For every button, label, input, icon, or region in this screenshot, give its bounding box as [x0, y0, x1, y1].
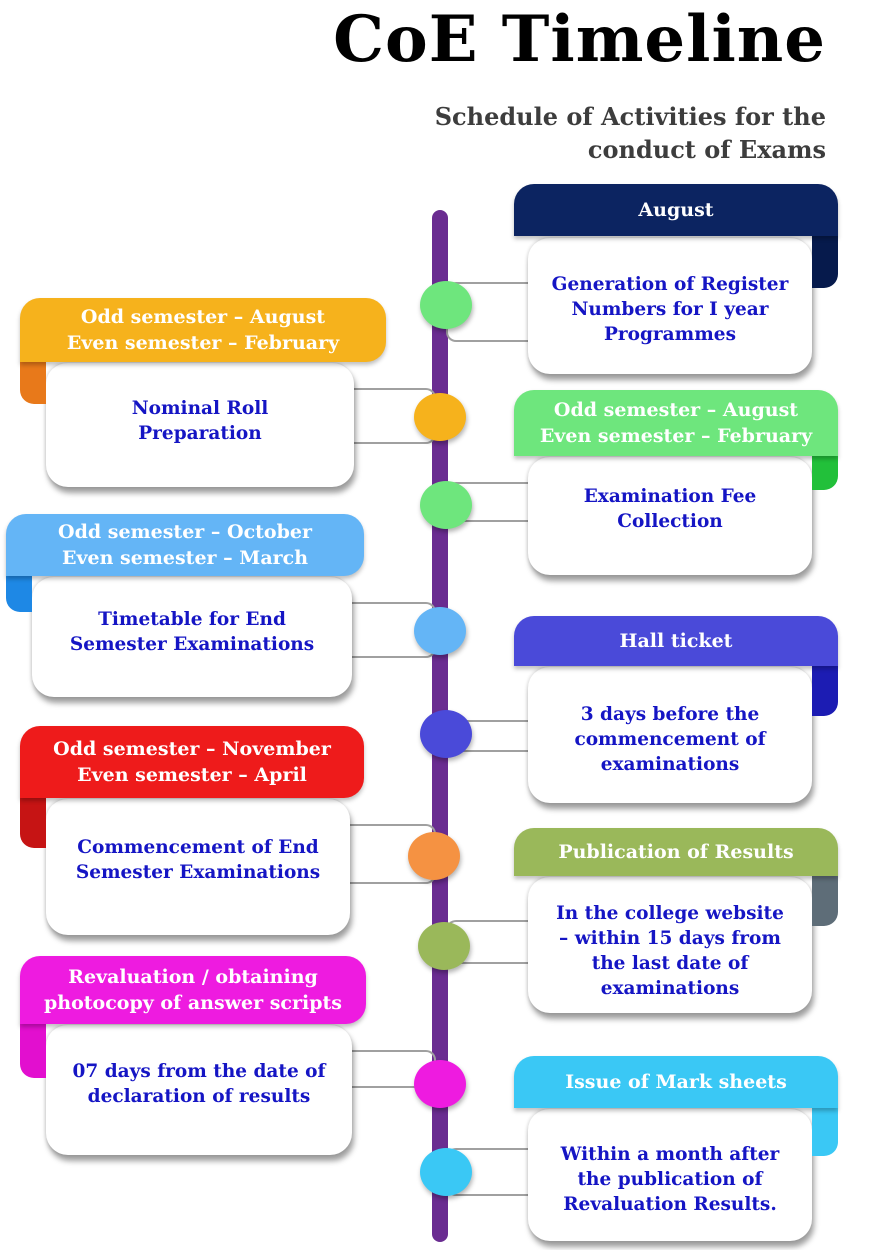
event-banner-hall-ticket: Hall ticket: [514, 616, 838, 666]
event-activity: Examination Fee Collection: [583, 486, 757, 532]
event-card-august: Generation of Register Numbers for I yea…: [528, 237, 812, 374]
event-card-commencement: Commencement of End Semester Examination…: [46, 798, 350, 935]
event-card-fee-collection: Examination Fee Collection: [528, 456, 812, 575]
event-card-timetable: Timetable for End Semester Examinations: [32, 576, 352, 697]
timeline-node: [418, 922, 470, 970]
banner-fold: [812, 666, 838, 716]
event-banner-commencement: Odd semester – November Even semester – …: [20, 726, 364, 798]
banner-fold: [20, 362, 46, 404]
banner-fold: [6, 576, 32, 612]
timeline-node: [414, 393, 466, 441]
event-activity: Commencement of End Semester Examination…: [75, 837, 321, 883]
timeline-node: [408, 832, 460, 880]
timeline-node: [420, 1148, 472, 1196]
timeline-node: [414, 1060, 466, 1108]
event-card-nominal-roll: Nominal Roll Preparation: [46, 362, 354, 487]
event-banner-fee-collection: Odd semester – August Even semester – Fe…: [514, 390, 838, 456]
banner-fold: [812, 456, 838, 490]
timeline-node: [420, 481, 472, 529]
event-card-revaluation: 07 days from the date of declaration of …: [46, 1024, 352, 1155]
event-banner-timetable: Odd semester – October Even semester – M…: [6, 514, 364, 576]
event-banner-nominal-roll: Odd semester – August Even semester – Fe…: [20, 298, 386, 362]
banner-fold: [20, 1024, 46, 1078]
event-banner-august: August: [514, 184, 838, 236]
page-subtitle: Schedule of Activities for the conduct o…: [434, 102, 826, 164]
page-title: CoE Timeline: [333, 2, 826, 77]
event-banner-mark-sheets: Issue of Mark sheets: [514, 1056, 838, 1108]
timeline-node: [420, 281, 472, 329]
event-activity: Generation of Register Numbers for I yea…: [551, 273, 789, 345]
event-card-mark-sheets: Within a month after the publication of …: [528, 1108, 812, 1241]
timeline-node: [414, 607, 466, 655]
event-activity: Nominal Roll Preparation: [131, 398, 269, 444]
event-activity: In the college website – within 15 days …: [556, 903, 784, 999]
event-card-hall-ticket: 3 days before the commencement of examin…: [528, 666, 812, 803]
event-card-publication: In the college website – within 15 days …: [528, 876, 812, 1013]
event-activity: 3 days before the commencement of examin…: [574, 703, 766, 775]
banner-fold: [20, 798, 46, 848]
event-banner-publication: Publication of Results: [514, 828, 838, 876]
event-activity: Within a month after the publication of …: [560, 1143, 780, 1215]
timeline-node: [420, 710, 472, 758]
banner-fold: [812, 876, 838, 926]
banner-fold: [812, 236, 838, 288]
event-activity: Timetable for End Semester Examinations: [69, 609, 315, 655]
event-activity: 07 days from the date of declaration of …: [72, 1061, 326, 1107]
banner-fold: [812, 1108, 838, 1156]
event-banner-revaluation: Revaluation / obtaining photocopy of ans…: [20, 956, 366, 1024]
